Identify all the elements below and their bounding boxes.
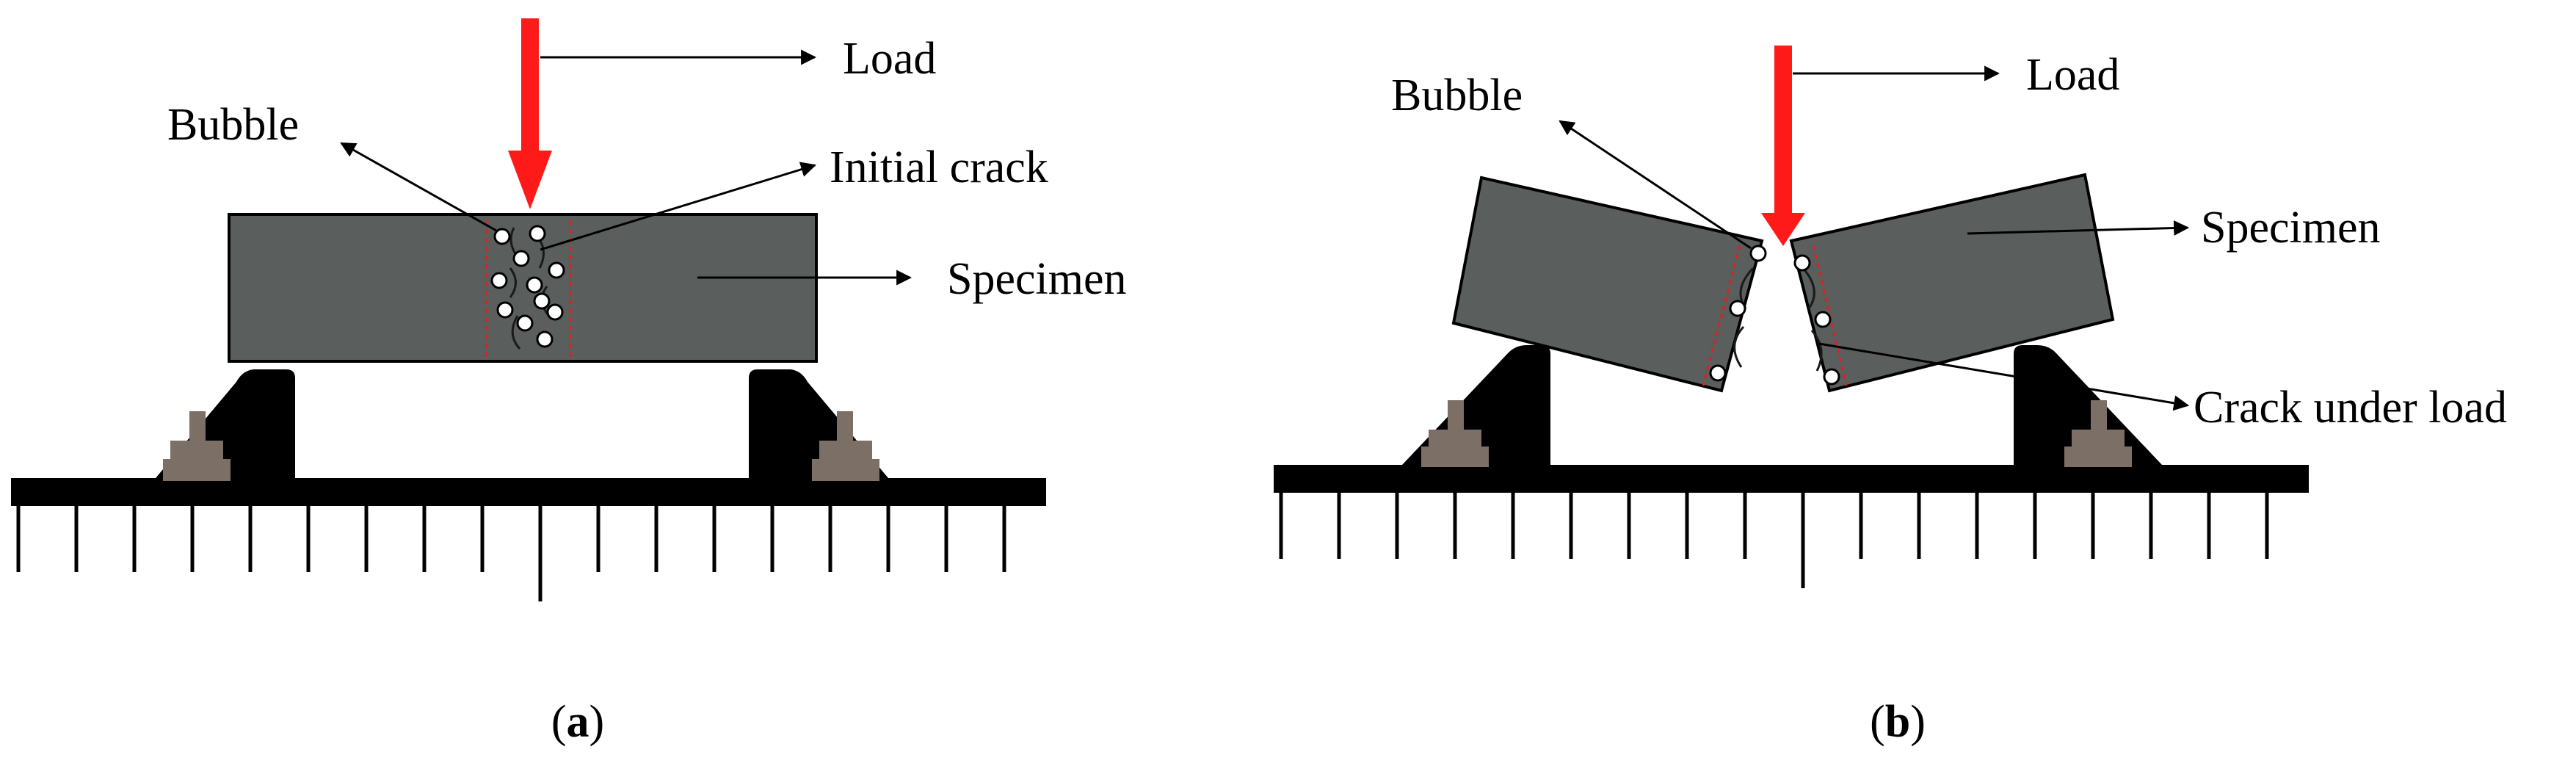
crack-under-load-label-b: Crack under load bbox=[2194, 383, 2507, 433]
ground-a bbox=[11, 478, 1046, 601]
panel-b: Load Bubble Specimen Crack under load (b… bbox=[1274, 46, 2507, 747]
bubble-label-a: Bubble bbox=[167, 100, 299, 150]
bolt-icon bbox=[812, 411, 879, 481]
crack-boundary-left-b bbox=[1702, 245, 1741, 386]
specimen-label-a: Specimen bbox=[947, 254, 1127, 304]
left-support-b bbox=[1402, 345, 1550, 467]
bolt-icon bbox=[2064, 400, 2132, 467]
right-support-a bbox=[749, 369, 888, 481]
bubbles-a bbox=[490, 225, 565, 348]
bubble-pointer-b bbox=[1559, 120, 1752, 250]
caption-a: (a) bbox=[551, 697, 604, 747]
crack-pointer-b bbox=[1818, 342, 2190, 411]
bolt-icon bbox=[163, 411, 231, 481]
specimen-left-half-b bbox=[1451, 176, 1764, 393]
initial-crack-label-a: Initial crack bbox=[830, 142, 1048, 192]
bubble-pointer-a bbox=[340, 142, 497, 232]
load-arrow-b bbox=[1761, 46, 1805, 246]
load-arrow-a bbox=[508, 18, 552, 209]
specimen-beam-a bbox=[228, 213, 818, 363]
load-label-b: Load bbox=[2026, 50, 2119, 100]
bubble-label-b: Bubble bbox=[1391, 70, 1523, 120]
bubbles-b bbox=[1709, 245, 1840, 386]
caption-b: (b) bbox=[1870, 697, 1926, 747]
ground-b bbox=[1274, 465, 2309, 588]
right-support-b bbox=[2014, 345, 2162, 467]
specimen-label-b: Specimen bbox=[2201, 203, 2381, 253]
initial-crack-pointer-a bbox=[540, 162, 817, 251]
load-label-a: Load bbox=[843, 34, 936, 84]
panel-a: Load Bubble Initial crack Specimen (a) bbox=[11, 18, 1127, 747]
specimen-right-half-b bbox=[1789, 173, 2115, 393]
left-support-a bbox=[156, 369, 295, 481]
specimen-pointer-b bbox=[1967, 220, 2190, 236]
bolt-icon bbox=[1421, 400, 1489, 467]
